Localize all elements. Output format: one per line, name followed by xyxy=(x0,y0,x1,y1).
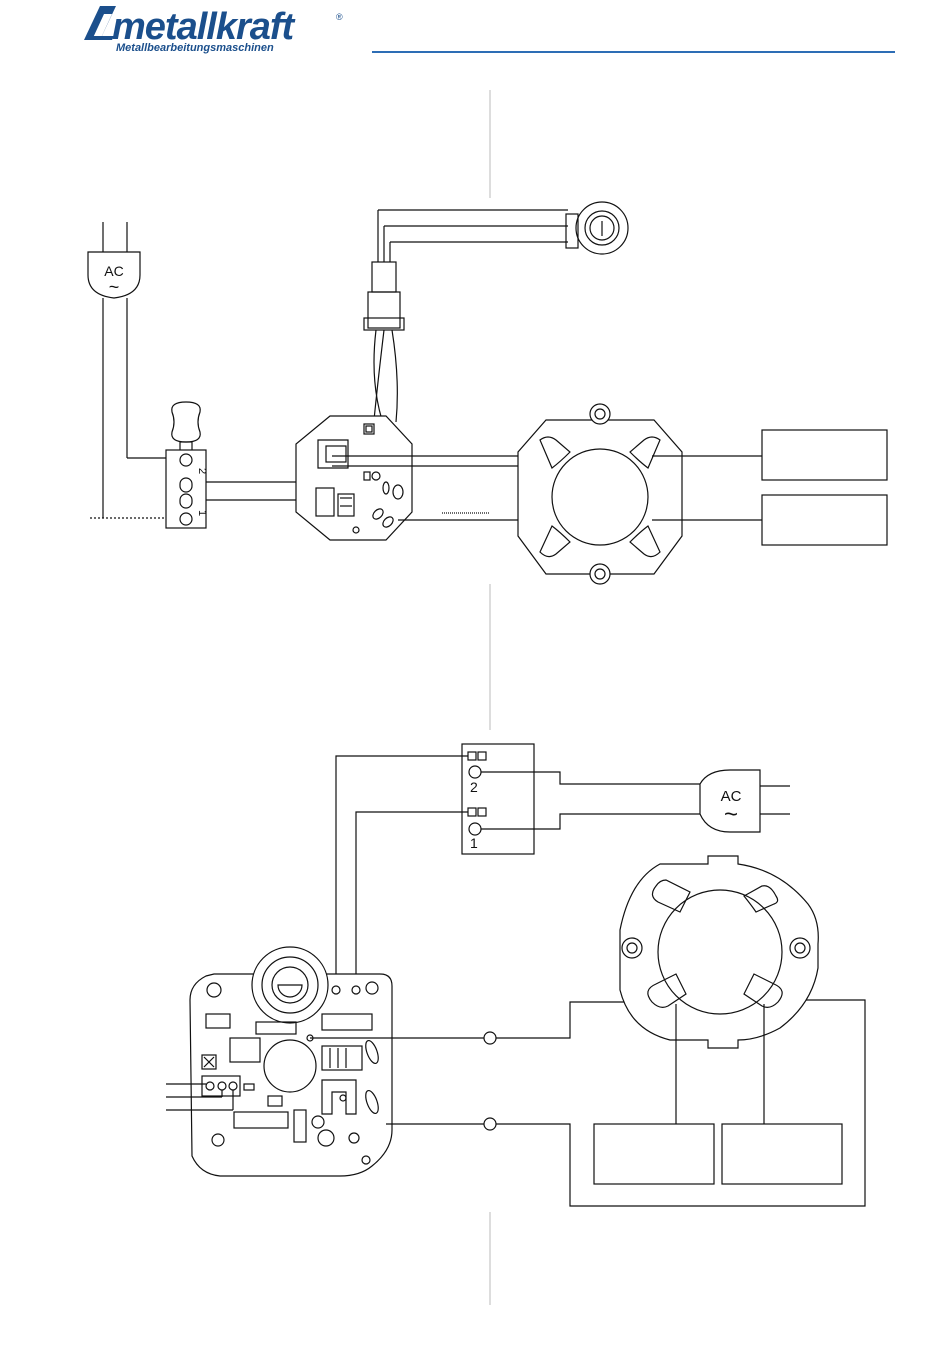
connector-node-a xyxy=(484,1032,496,1044)
terminal-block-2: 2 1 xyxy=(462,744,534,854)
motor-stator-1 xyxy=(518,404,762,584)
terminal-2-label: 2 xyxy=(196,468,208,474)
control-board-2 xyxy=(166,947,392,1176)
diagram-2: 2 1 AC ~ xyxy=(166,744,865,1206)
ac-plug-1: AC ~ xyxy=(88,222,166,518)
cable-connector-1 xyxy=(364,202,628,422)
terminal-1-label: 1 xyxy=(196,510,208,516)
plug-tilde-2: ~ xyxy=(724,801,738,828)
component-box-2b xyxy=(722,1124,842,1184)
switch-1: 2 1 xyxy=(166,402,312,528)
diagram-1: AC ~ 2 1 xyxy=(88,202,887,584)
terminal-1-label-2: 1 xyxy=(470,835,478,851)
component-box-1a xyxy=(762,430,887,480)
connector-node-b xyxy=(484,1118,496,1130)
component-box-1b xyxy=(762,495,887,545)
plug-tilde: ~ xyxy=(109,277,120,297)
ac-plug-2: AC ~ xyxy=(700,770,790,832)
control-board-1 xyxy=(296,416,520,540)
terminal-2-label-2: 2 xyxy=(470,779,478,795)
component-box-2a xyxy=(594,1124,714,1184)
motor-stator-2 xyxy=(620,856,818,1124)
